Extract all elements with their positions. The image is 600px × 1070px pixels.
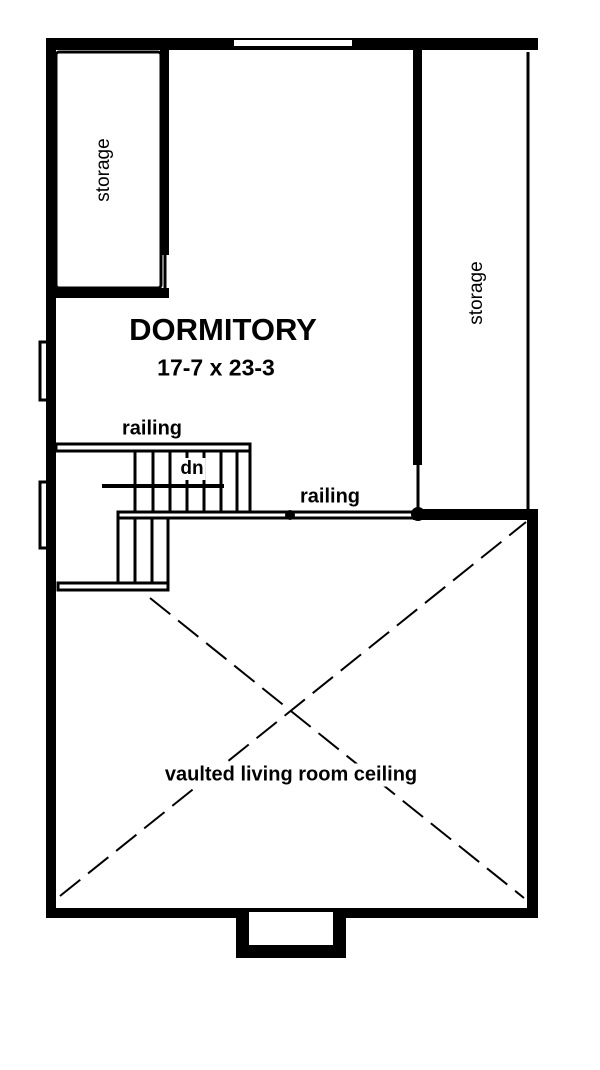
vaulted-ceiling-diagonals xyxy=(59,521,527,899)
storage-left-bottom-wall xyxy=(46,288,169,298)
railing-lower xyxy=(116,510,415,520)
storage-left-label: storage xyxy=(93,138,114,202)
storage-left-outline xyxy=(54,50,163,290)
dormitory-dimensions: 17-7 x 23-3 xyxy=(157,354,275,381)
storage-right-wall xyxy=(413,50,422,465)
railing-upper-label: railing xyxy=(121,417,183,440)
window-left-2 xyxy=(38,480,50,550)
railing-lower-label: railing xyxy=(299,485,361,508)
storage-right-label: storage xyxy=(466,261,487,325)
railing-stair-bottom xyxy=(56,581,170,592)
window-top xyxy=(234,40,352,46)
dormitory-label: DORMITORY xyxy=(129,312,317,347)
outer-wall-right xyxy=(527,510,538,918)
outer-wall-left xyxy=(46,38,56,918)
walls xyxy=(46,38,538,958)
stairs-down-label: dn xyxy=(178,458,206,480)
storage-left-wall xyxy=(160,50,169,255)
railing-upper xyxy=(54,442,252,453)
bay-bump-inner xyxy=(249,912,333,945)
window-left-1 xyxy=(38,340,50,402)
vaulted-ceiling-label: vaulted living room ceiling xyxy=(164,763,418,787)
loft-edge-wall xyxy=(413,509,538,520)
